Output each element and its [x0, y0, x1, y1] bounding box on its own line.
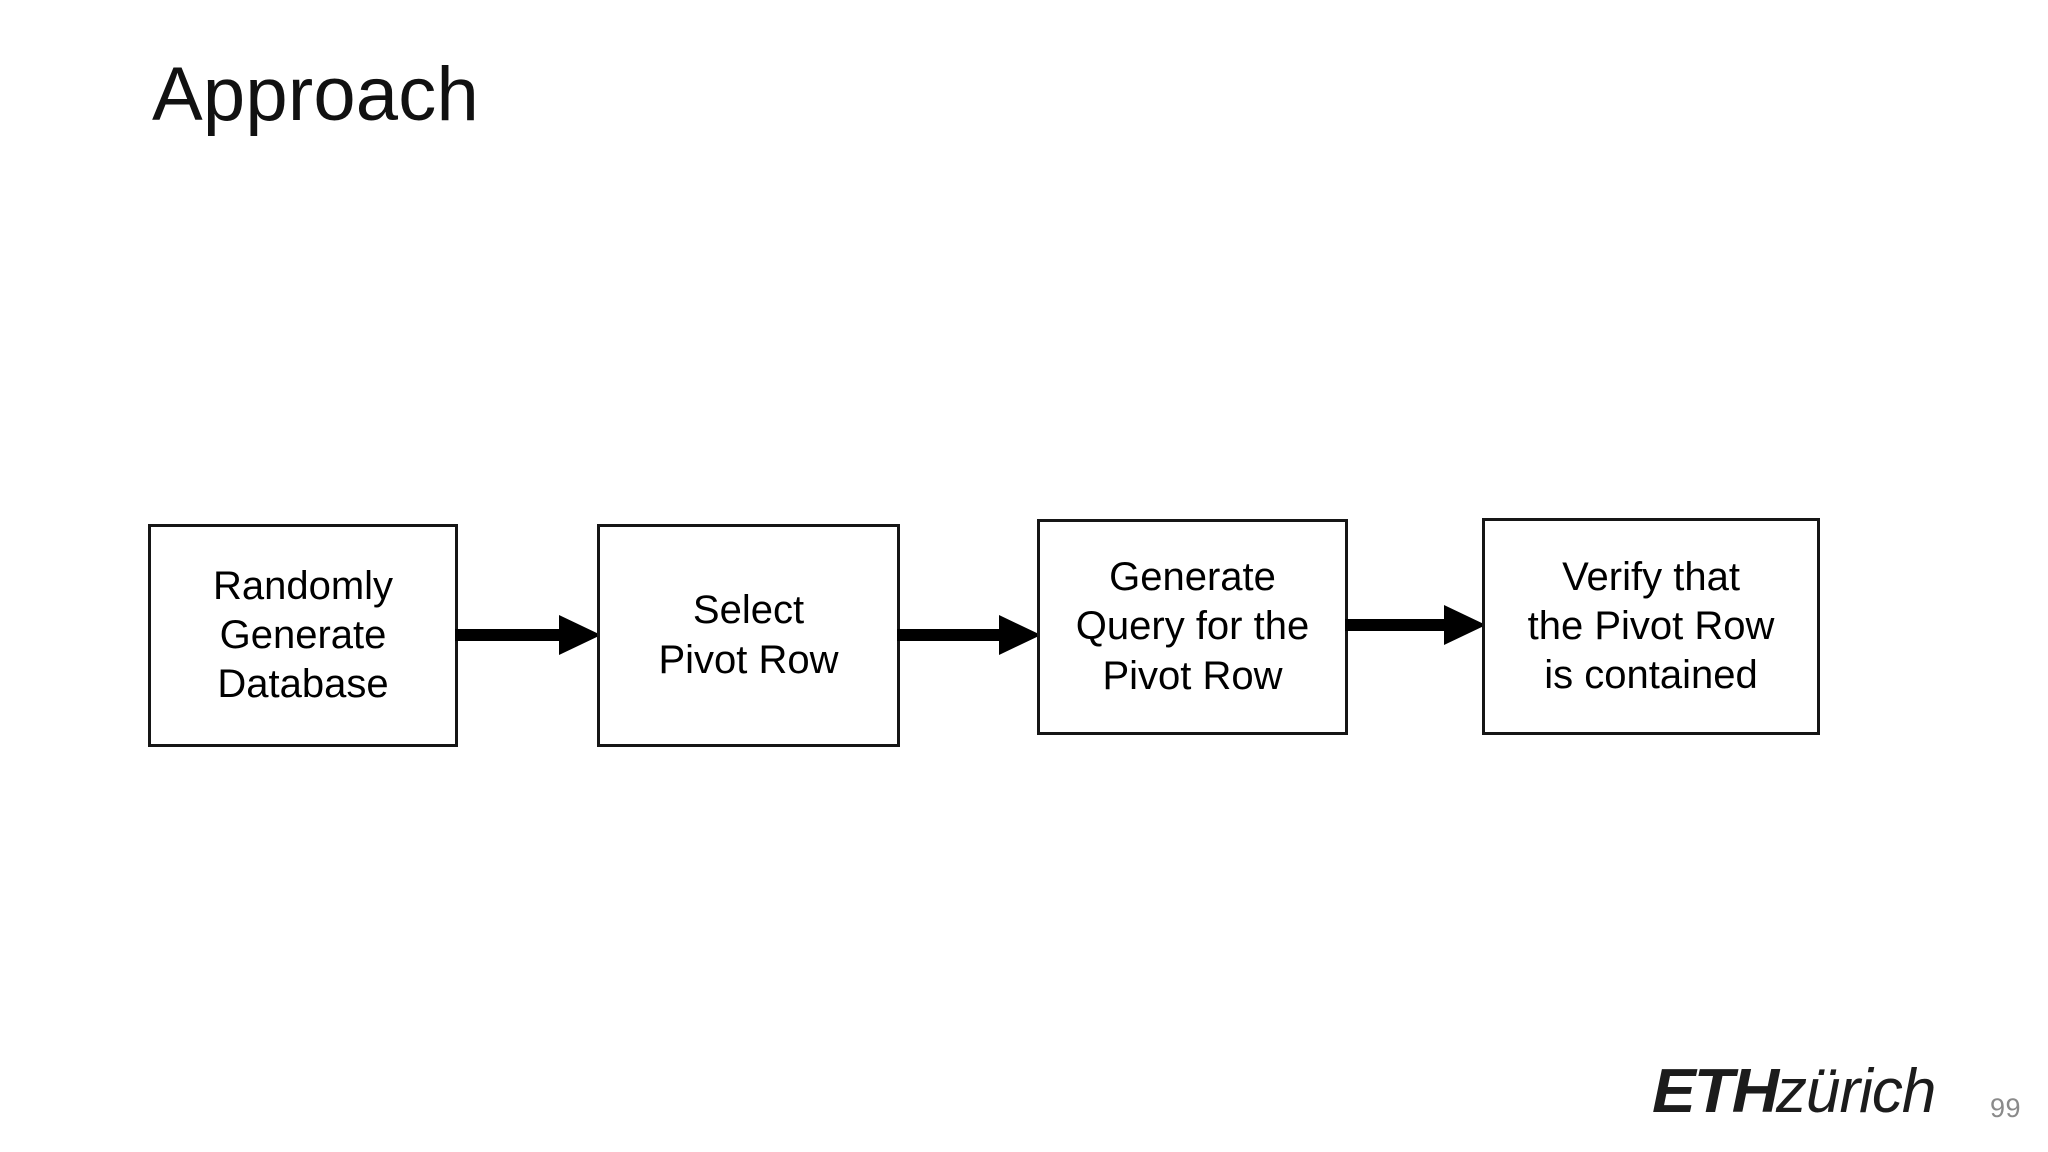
flow-step-line: is contained	[1544, 653, 1758, 698]
flow-step-line: Pivot Row	[1102, 653, 1283, 698]
flow-step-generate-query-for-the-pivot-row[interactable]: Generate Query for the Pivot Row	[1037, 519, 1348, 735]
flow-step-line: Generate	[219, 612, 387, 657]
flow-step-verify-that-the-pivot-row-is-contained[interactable]: Verify that the Pivot Row is contained	[1482, 518, 1820, 735]
flow-arrow-right-icon	[455, 615, 601, 655]
flow-step-line: Randomly	[212, 563, 394, 608]
flow-arrow-right-icon	[897, 615, 1041, 655]
eth-logo-text: ETH	[1652, 1057, 1779, 1126]
flow-step-randomly-generate-database[interactable]: Randomly Generate Database	[148, 524, 458, 747]
eth-zurich-logo: ETH zürich	[1652, 1056, 1936, 1126]
flow-step-line: Select	[692, 588, 805, 633]
flow-arrow-right-icon	[1345, 605, 1486, 645]
page-number: 99	[1990, 1093, 2022, 1123]
zurich-logo-text: zürich	[1776, 1057, 1936, 1126]
flow-step-line: Generate	[1109, 555, 1276, 600]
page-title: Approach	[152, 52, 479, 137]
flow-step-line: Database	[217, 662, 389, 707]
flow-step-line: Query for the	[1075, 604, 1310, 649]
flow-step-line: Verify that	[1562, 554, 1740, 599]
flow-step-line: Pivot Row	[658, 637, 839, 682]
flow-step-line: the Pivot Row	[1527, 603, 1775, 648]
flow-step-select-pivot-row[interactable]: Select Pivot Row	[597, 524, 900, 747]
